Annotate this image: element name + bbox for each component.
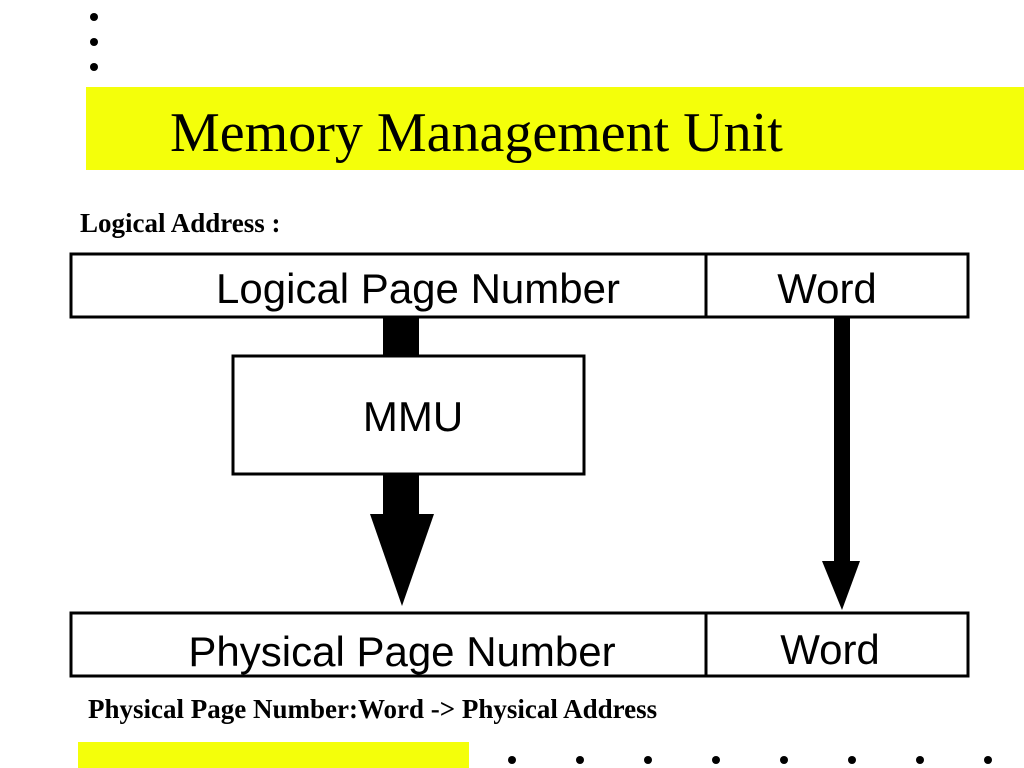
bottom-highlight-band: [78, 742, 469, 768]
logical-address-register: [69, 252, 970, 319]
physical-page-number-label: Physical Page Number: [188, 628, 615, 675]
bottom-dot: [508, 756, 516, 764]
slide-title: Memory Management Unit: [170, 102, 783, 164]
logical-page-number-label: Logical Page Number: [216, 265, 620, 312]
bullet-dot: [90, 38, 98, 46]
mmu-to-physical-arrowhead: [370, 514, 434, 606]
bullet-dot: [90, 63, 98, 71]
bullet-dot: [90, 13, 98, 21]
bottom-dot: [916, 756, 924, 764]
page-to-mmu-connector: [383, 317, 419, 357]
bottom-dot: [984, 756, 992, 764]
word-arrowhead: [822, 561, 860, 610]
mmu-box: [231, 354, 586, 476]
bottom-dot: [780, 756, 788, 764]
bottom-dot: [848, 756, 856, 764]
bottom-dot: [576, 756, 584, 764]
physical-address-caption: Physical Page Number:Word -> Physical Ad…: [88, 694, 658, 724]
physical-address-register: [69, 611, 970, 678]
mmu-to-physical-arrow-shaft: [383, 474, 419, 516]
bottom-dot: [712, 756, 720, 764]
logical-word-label: Word: [777, 265, 877, 312]
bottom-dot: [644, 756, 652, 764]
word-arrow-shaft: [834, 317, 850, 563]
logical-address-caption: Logical Address :: [80, 208, 281, 238]
mmu-label: MMU: [363, 393, 463, 440]
physical-word-label: Word: [780, 626, 880, 673]
title-highlight-band: [86, 87, 1024, 170]
